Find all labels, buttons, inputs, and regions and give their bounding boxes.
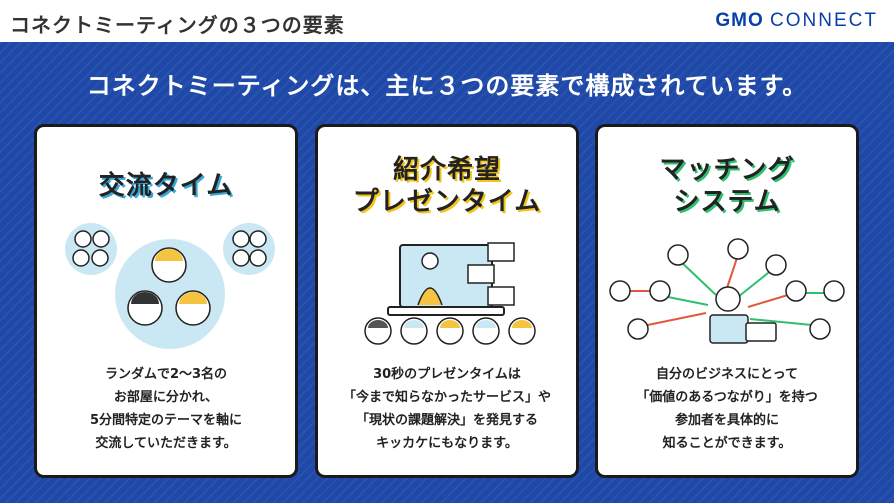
text-line: 「今まで知らなかったサービス」や bbox=[342, 390, 551, 405]
card-title-line: プレゼンタイム bbox=[352, 187, 542, 217]
gmo-connect-logo: GMO CONNECT bbox=[715, 10, 878, 32]
card-description: 自分のビジネスにとって 「価値のあるつながり」を持つ 参加者を具体的に 知ること… bbox=[598, 363, 856, 455]
card-exchange-time: 交流タイム ランダムで2～3名の お部屋に分かれ、 5分間特定のテーマを軸に 交… bbox=[34, 124, 298, 478]
logo-connect: CONNECT bbox=[770, 10, 878, 31]
text-line: 知ることができます。 bbox=[662, 436, 792, 451]
card-title-line: システム bbox=[673, 187, 781, 217]
people-circles-illustration bbox=[65, 223, 275, 349]
card-title-line: 交流タイム bbox=[98, 171, 234, 201]
card-matching-system: マッチング システム 自分のビジ bbox=[595, 124, 859, 478]
header-bar: コネクトミーティングの３つの要素 GMO CONNECT bbox=[0, 0, 894, 42]
text-line: 「現状の課題解決」を発見する bbox=[355, 413, 538, 428]
text-line: 参加者を具体的に bbox=[674, 413, 779, 428]
logo-gmo: GMO bbox=[715, 10, 764, 31]
headline: コネクトミーティングは、主に３つの要素で構成されています。 bbox=[86, 72, 808, 100]
text-line: 交流していただきます。 bbox=[95, 436, 237, 451]
matching-network-illustration bbox=[609, 238, 845, 344]
text-line: キッカケにもなります。 bbox=[376, 436, 518, 451]
card-description: ランダムで2～3名の お部屋に分かれ、 5分間特定のテーマを軸に 交流していただ… bbox=[37, 363, 295, 455]
text-line: 自分のビジネスにとって bbox=[656, 367, 798, 382]
presenter-laptop-illustration bbox=[364, 242, 536, 345]
text-line: 30秒のプレゼンタイムは bbox=[373, 367, 521, 382]
card-title-line: マッチング bbox=[659, 155, 795, 185]
text-line: ランダムで2～3名の bbox=[104, 367, 228, 382]
card-title-line: 紹介希望 bbox=[392, 155, 501, 185]
card-description: 30秒のプレゼンタイムは 「今まで知らなかったサービス」や 「現状の課題解決」を… bbox=[318, 363, 576, 455]
text-line: お部屋に分かれ、 bbox=[113, 390, 219, 405]
page-title: コネクトミーティングの３つの要素 bbox=[10, 13, 345, 37]
main-panel: コネクトミーティングは、主に３つの要素で構成されています。 交流タイム ランダム… bbox=[0, 42, 894, 503]
text-line: 「価値のあるつながり」を持つ bbox=[636, 390, 818, 405]
card-presentation-time: 紹介希望 プレゼンタイム 30秒のプレゼンタイムは 「今まで知らなかったサービス… bbox=[315, 124, 579, 478]
text-line: 5分間特定のテーマを軸に bbox=[89, 413, 243, 428]
